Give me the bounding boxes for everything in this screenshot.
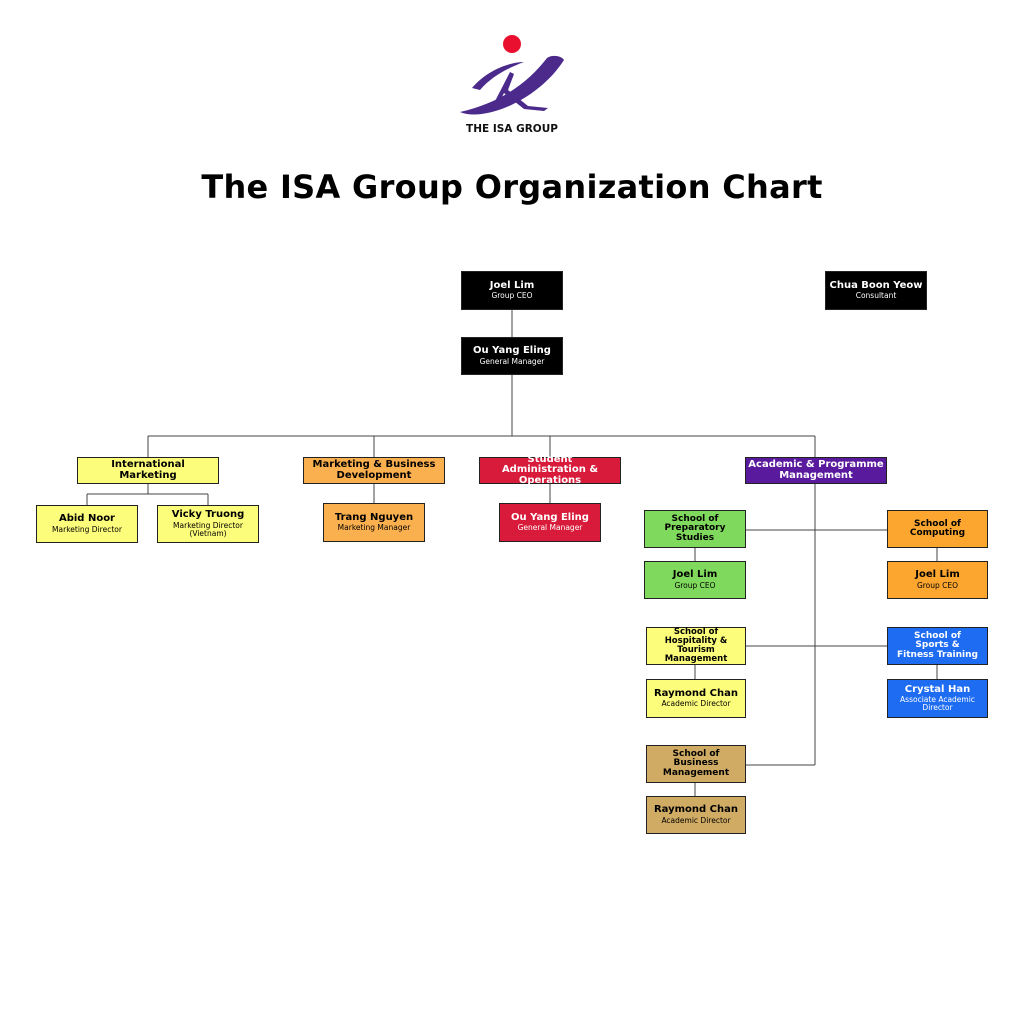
node-name: School of Business Management (662, 748, 730, 778)
node-general-manager[interactable]: Ou Yang Eling General Manager (461, 337, 563, 375)
node-name: Abid Noor (58, 513, 115, 525)
school-computing[interactable]: School of Computing (887, 510, 988, 548)
node-joel-lim-prep[interactable]: Joel Lim Group CEO (644, 561, 746, 599)
node-raymond-chan-bm[interactable]: Raymond Chan Academic Director (646, 796, 746, 834)
node-name: Joel Lim (915, 569, 960, 581)
node-role: General Manager (479, 356, 545, 366)
node-vicky-truong[interactable]: Vicky Truong Marketing Director (Vietnam… (157, 505, 259, 543)
node-ou-yang-eling-sao[interactable]: Ou Yang Eling General Manager (499, 503, 601, 542)
node-ceo[interactable]: Joel Lim Group CEO (461, 271, 563, 310)
school-hospitality-tourism[interactable]: School of Hospitality & Tourism Manageme… (646, 627, 746, 665)
node-name: Marketing & Business Development (312, 459, 436, 481)
node-joel-lim-comp[interactable]: Joel Lim Group CEO (887, 561, 988, 599)
node-name: School of Computing (909, 518, 966, 538)
node-trang-nguyen[interactable]: Trang Nguyen Marketing Manager (323, 503, 425, 542)
node-name: Student Administration & Operations (501, 453, 599, 486)
node-name: Vicky Truong (171, 509, 245, 521)
node-name: Raymond Chan (653, 804, 739, 816)
node-role: Marketing Manager (337, 523, 411, 533)
node-crystal-han[interactable]: Crystal Han Associate Academic Director (887, 679, 988, 718)
logo-arc (472, 62, 524, 90)
dept-academic-programme[interactable]: Academic & Programme Management (745, 457, 887, 484)
node-name: Academic & Programme Management (748, 459, 884, 481)
isa-logo-icon (460, 35, 564, 115)
dept-international-marketing[interactable]: International Marketing (77, 457, 219, 484)
node-role: Marketing Director (Vietnam) (173, 520, 243, 538)
logo-swoosh (460, 55, 564, 115)
node-role: Associate Academic Director (900, 695, 975, 713)
dept-marketing-business-development[interactable]: Marketing & Business Development (303, 457, 445, 484)
logo-text: THE ISA GROUP (466, 123, 558, 135)
school-sports-fitness[interactable]: School of Sports & Fitness Training (887, 627, 988, 665)
node-role: Group CEO (674, 580, 716, 590)
node-role: Academic Director (661, 699, 731, 709)
dept-student-administration[interactable]: Student Administration & Operations (479, 453, 621, 486)
node-name: Ou Yang Eling (473, 345, 551, 357)
node-name: School of Hospitality & Tourism Manageme… (664, 627, 728, 664)
node-raymond-chan-htm[interactable]: Raymond Chan Academic Director (646, 679, 746, 718)
node-consultant[interactable]: Chua Boon Yeow Consultant (825, 271, 927, 310)
node-name: Trang Nguyen (334, 511, 414, 523)
node-role: Consultant (855, 291, 897, 301)
node-name: Raymond Chan (653, 687, 739, 699)
node-name: Chua Boon Yeow (829, 279, 923, 291)
node-role: Marketing Director (52, 524, 122, 534)
page-title: The ISA Group Organization Chart (201, 168, 823, 206)
node-name: International Marketing (111, 459, 185, 481)
node-role: Group CEO (916, 580, 959, 590)
node-name: School of Sports & Fitness Training (897, 630, 978, 660)
logo-figure (492, 72, 548, 111)
node-name: Ou Yang Eling (511, 511, 589, 523)
school-preparatory-studies[interactable]: School of Preparatory Studies (644, 510, 746, 548)
node-abid-noor[interactable]: Abid Noor Marketing Director (36, 505, 138, 543)
node-name: Crystal Han (904, 683, 971, 695)
logo-red-dot (503, 35, 521, 53)
node-name: School of Preparatory Studies (664, 513, 726, 543)
node-role: Academic Director (661, 815, 731, 825)
node-name: Joel Lim (489, 279, 535, 291)
node-role: General Manager (517, 523, 583, 533)
node-name: Joel Lim (672, 569, 718, 581)
node-role: Group CEO (491, 291, 533, 301)
school-business-management[interactable]: School of Business Management (646, 745, 746, 783)
